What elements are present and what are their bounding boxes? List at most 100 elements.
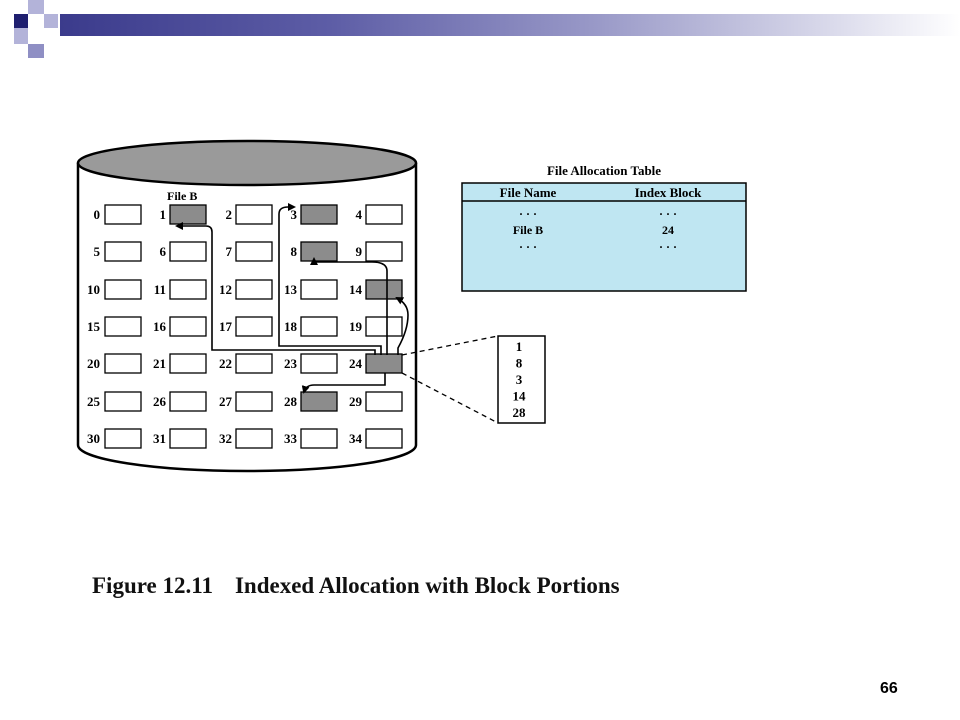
arrow-to-block-3 [278,203,382,355]
disk-cylinder [76,139,418,473]
block-number-label: 14 [349,282,363,297]
pointer-arrows [175,203,409,394]
fat-row-3-name: · · · [519,240,537,254]
fat-row-1-index: · · · [659,207,677,221]
page-number: 66 [880,680,898,697]
empty-block [104,316,142,337]
block-number-label: 23 [284,356,298,371]
empty-block [365,428,403,449]
figure-caption: Figure 12.11 Indexed Allocation with Bloc… [92,573,620,599]
block-number-label: 7 [226,244,233,259]
empty-block [104,204,142,225]
index-block-box [497,335,546,424]
empty-block [300,428,338,449]
empty-block [104,241,142,262]
index-entry: 14 [513,389,527,404]
block-number-label: 22 [219,356,232,371]
block-number-label: 3 [291,207,298,222]
block-number-label: 13 [284,282,298,297]
figure-number: Figure 12.11 [92,573,213,598]
empty-block [300,279,338,300]
fat-row-2-name: File B [513,223,543,237]
disk-top [76,139,418,187]
empty-block [235,316,273,337]
block-number-label: 8 [291,244,298,259]
block-number-label: 1 [160,207,167,222]
arrow-to-block-28 [301,373,386,394]
block-number-label: 12 [219,282,232,297]
block-number-label: 5 [94,244,101,259]
index-expansion-lines [401,335,499,424]
empty-block [104,353,142,374]
file-b-label: File B [167,189,197,203]
deco-square-light [44,14,58,28]
block-number-label: 20 [87,356,100,371]
block-number-label: 33 [284,431,298,446]
block-number-label: 21 [153,356,166,371]
empty-block [235,241,273,262]
arrow-to-block-14 [395,297,409,355]
block-number-label: 24 [349,356,363,371]
block-number-label: 32 [219,431,232,446]
empty-block [300,316,338,337]
fat-row-2-index: 24 [662,223,674,237]
block-number-label: 31 [153,431,166,446]
block-number-label: 15 [87,319,101,334]
empty-block [169,279,207,300]
deco-square-light [28,0,44,14]
empty-block [235,391,273,412]
used-block [300,204,338,225]
empty-block [104,428,142,449]
header-gradient-bar [60,14,960,36]
empty-block [365,204,403,225]
empty-block [104,391,142,412]
empty-block [104,279,142,300]
block-number-label: 2 [226,207,233,222]
empty-block [365,391,403,412]
index-entry: 1 [516,339,523,354]
block-number-label: 18 [284,319,298,334]
block-number-label: 4 [356,207,363,222]
empty-block [300,353,338,374]
deco-square-dark [14,14,28,28]
used-block [300,241,338,262]
block-number-label: 0 [94,207,101,222]
empty-block [169,316,207,337]
index-entry: 3 [516,372,523,387]
used-block [365,353,403,374]
block-number-label: 27 [219,394,233,409]
arrow-to-block-1 [175,222,376,355]
fat-row-1-name: · · · [519,207,537,221]
deco-square-light [14,28,28,44]
empty-block [365,316,403,337]
empty-block [169,353,207,374]
arrow-to-block-8 [310,257,388,355]
empty-block [235,204,273,225]
fat-header-index-block: Index Block [635,185,703,200]
block-number-label: 30 [87,431,100,446]
figure-title: Indexed Allocation with Block Portions [234,573,620,598]
block-number-label: 28 [284,394,298,409]
block-number-label: 11 [154,282,166,297]
empty-block [235,279,273,300]
block-number-label: 9 [356,244,363,259]
fat-row-3-index: · · · [659,240,677,254]
deco-square-mid [28,44,44,58]
used-block [300,391,338,412]
block-number-label: 19 [349,319,363,334]
used-block [365,279,403,300]
empty-block [235,428,273,449]
empty-block [235,353,273,374]
block-number-label: 29 [349,394,363,409]
index-entry: 8 [516,356,523,371]
empty-block [365,241,403,262]
block-number-label: 6 [160,244,167,259]
empty-block [169,391,207,412]
block-number-label: 25 [87,394,101,409]
fat-title: File Allocation Table [547,163,661,178]
fat-header-file-name: File Name [500,185,557,200]
used-block [169,204,207,225]
